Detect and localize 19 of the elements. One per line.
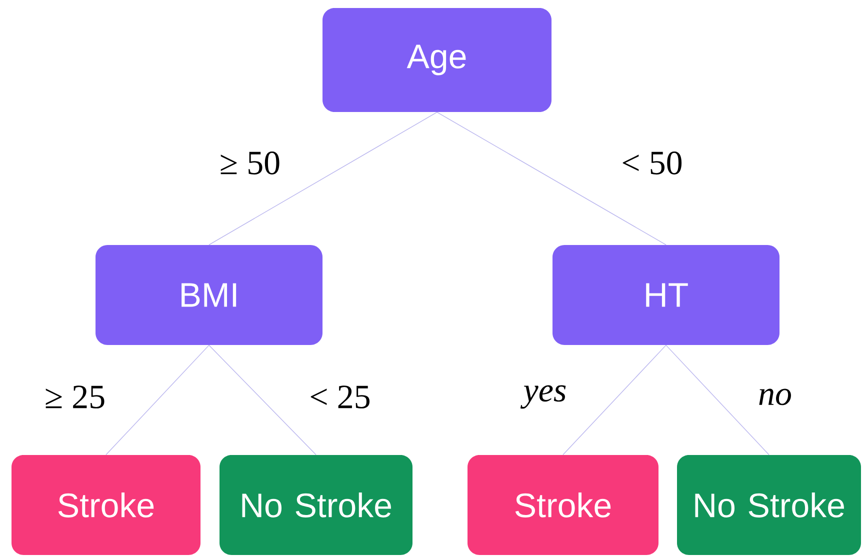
- decision-box: BMI: [96, 245, 322, 345]
- connector-line: [562, 344, 666, 456]
- outcome-box: No Stroke: [220, 455, 412, 555]
- edge-label: no: [759, 388, 791, 406]
- outcome-box: Stroke: [12, 455, 200, 555]
- edge-label: < 25: [310, 386, 370, 408]
- connector-line: [106, 344, 210, 456]
- connector-line: [436, 112, 666, 246]
- edge-label: yes: [520, 385, 566, 409]
- decision-box: HT: [552, 245, 780, 345]
- edge-label: ≥ 50: [220, 152, 280, 174]
- edge-label: < 50: [622, 152, 682, 174]
- decision-box: Age: [322, 8, 552, 112]
- edge-label: ≥ 25: [46, 386, 104, 408]
- connector-line: [208, 112, 438, 246]
- outcome-box: No Stroke: [677, 455, 861, 555]
- connector-line: [666, 344, 770, 456]
- connector-line: [208, 344, 316, 456]
- outcome-box: Stroke: [468, 455, 658, 555]
